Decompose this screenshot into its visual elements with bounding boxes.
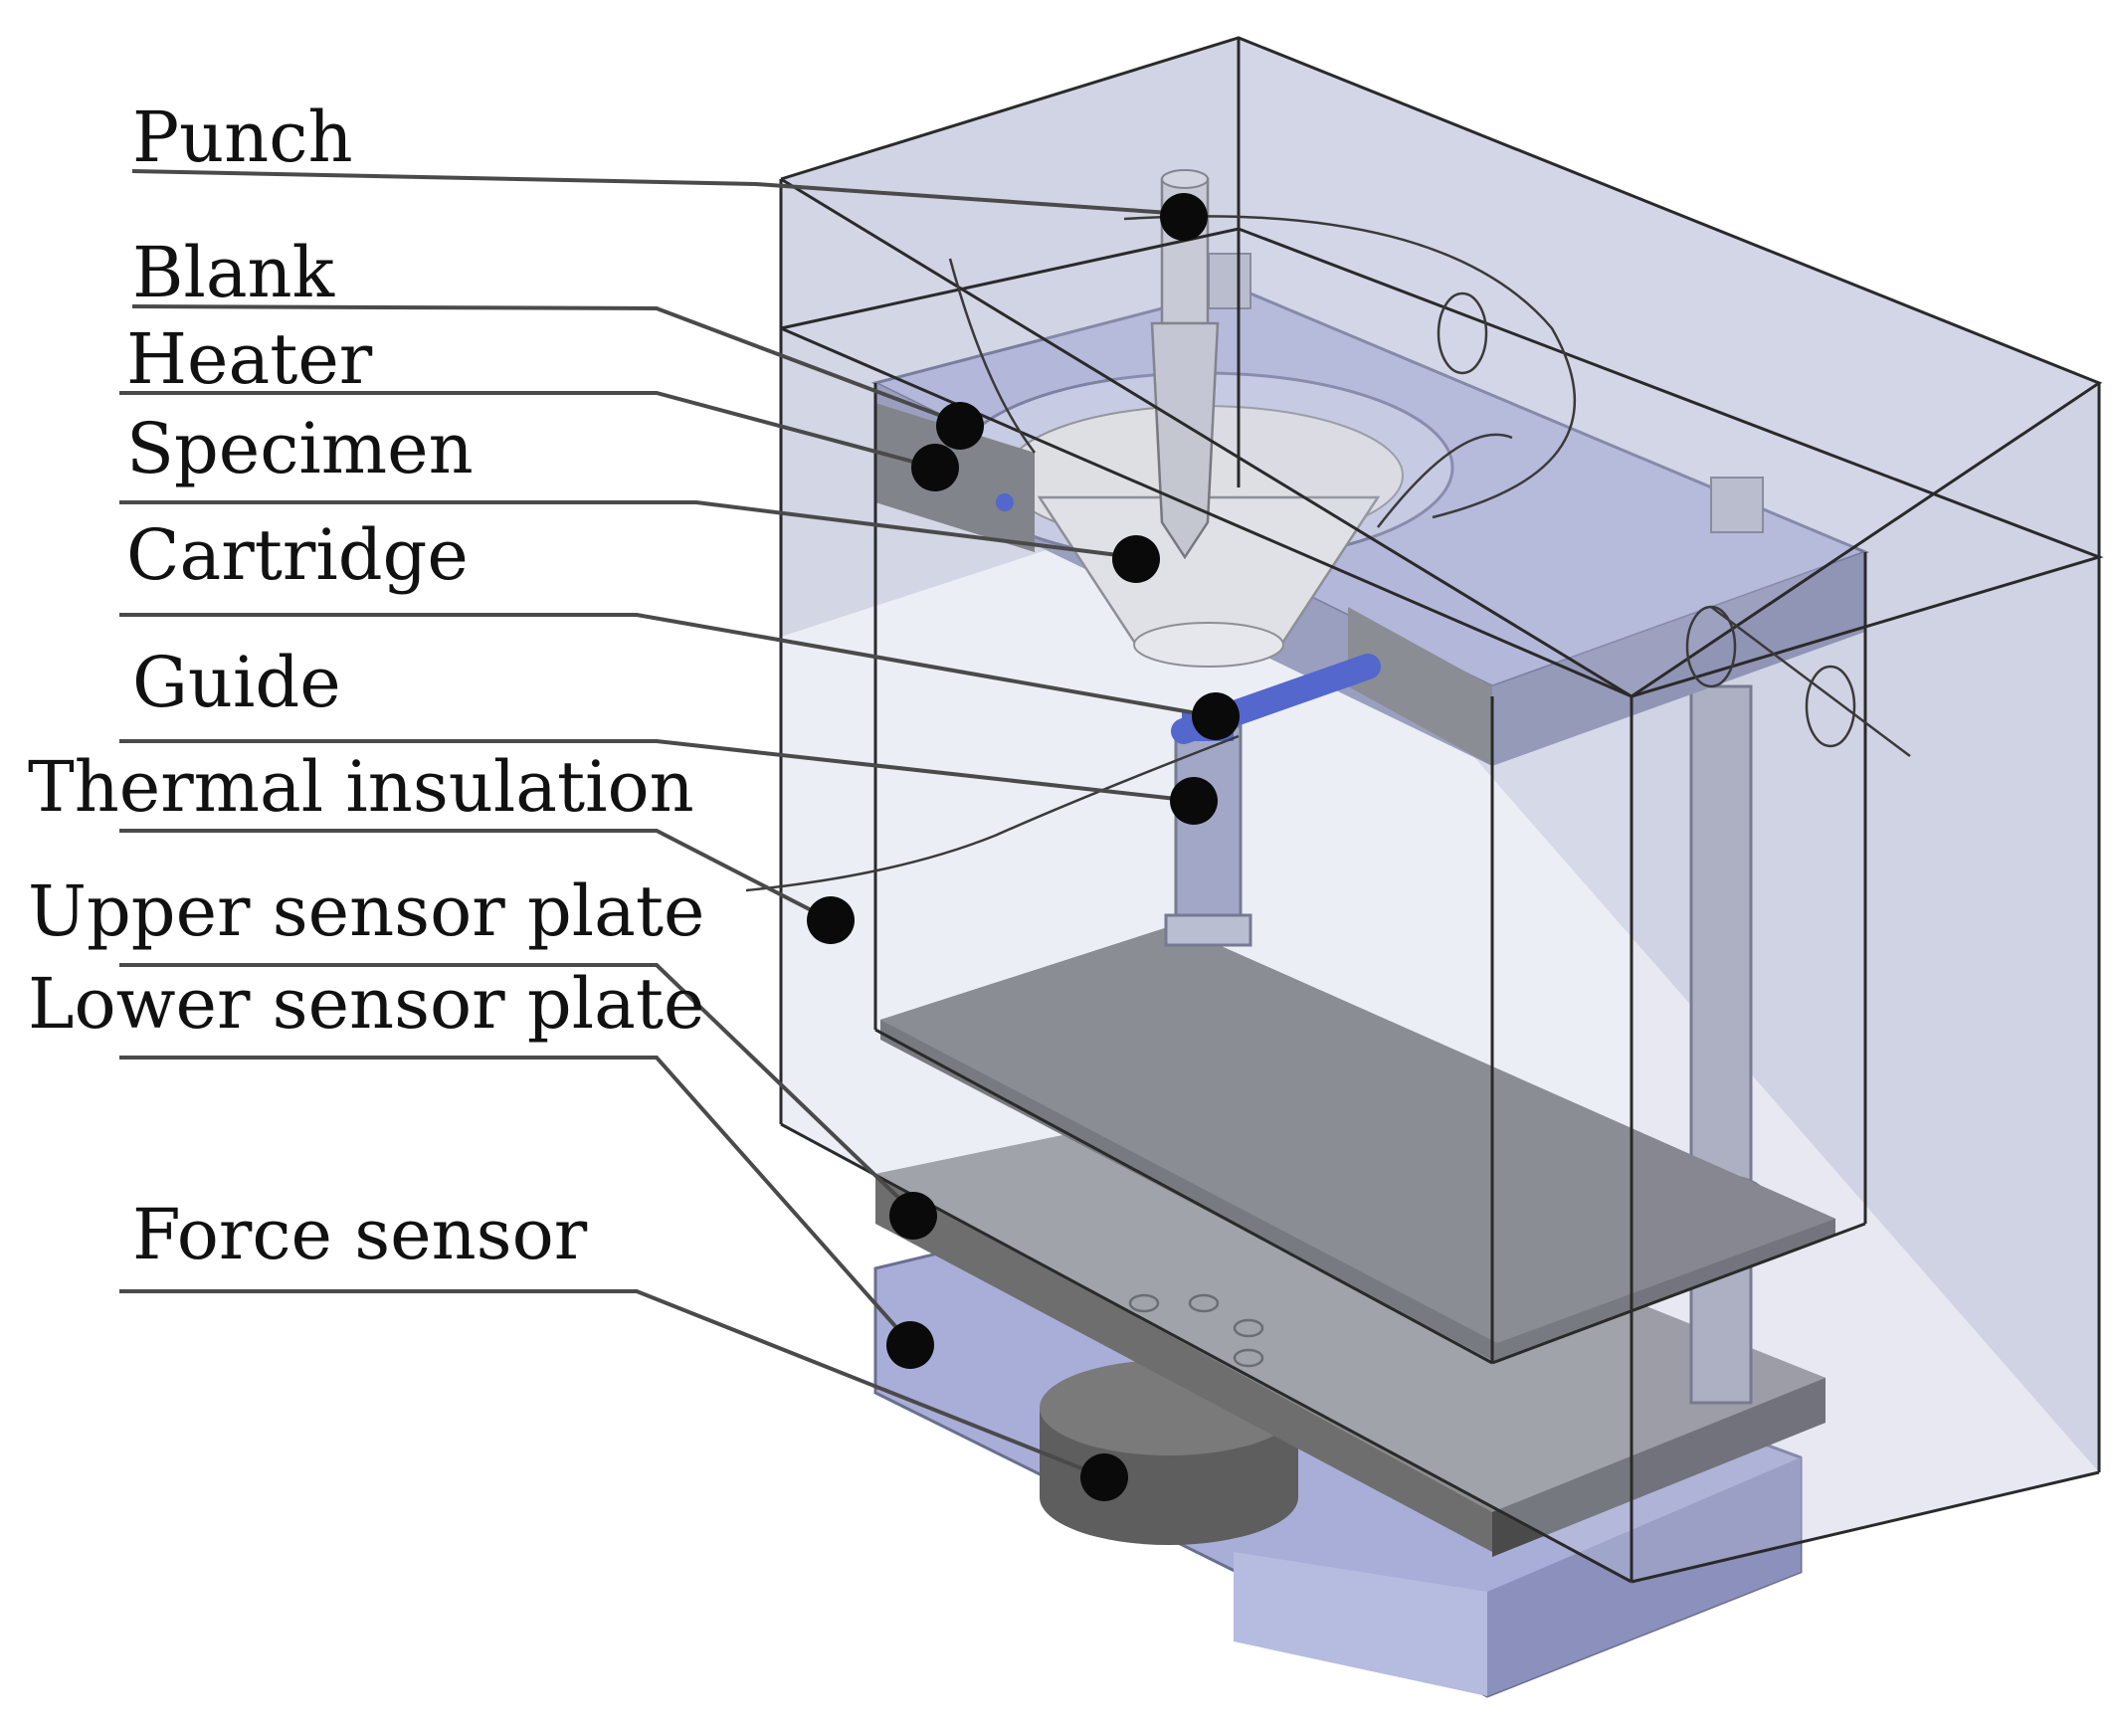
dot-specimen [1112, 535, 1160, 583]
label-cartridge: Cartridge [126, 514, 469, 596]
label-force-sensor: Force sensor [132, 1194, 588, 1275]
label-heater: Heater [126, 318, 373, 400]
dot-guide [1170, 777, 1218, 825]
leader-cartridge [119, 613, 1215, 718]
leader-guide [119, 739, 1195, 803]
dot-heater [911, 444, 959, 491]
leader-heater [119, 391, 936, 470]
marker-dots [807, 193, 1240, 1501]
dot-blank [936, 402, 984, 450]
label-specimen: Specimen [126, 408, 474, 489]
upper-sensor-plate-shape [880, 925, 1835, 1363]
label-upper-sensor-plate: Upper sensor plate [28, 870, 704, 952]
enclosure-front [745, 36, 2104, 1584]
leader-upper-sensor-plate [119, 963, 917, 1216]
dot-upper-sensor-plate [889, 1192, 937, 1240]
labels: Punch Blank Heater Specimen Cartridge Gu… [28, 96, 704, 1275]
label-lower-sensor-plate: Lower sensor plate [28, 963, 704, 1045]
leader-specimen [119, 500, 1135, 559]
label-blank: Blank [132, 232, 335, 313]
leader-blank [131, 304, 961, 425]
leader-force-sensor [119, 1289, 1105, 1479]
leader-lower-sensor-plate [119, 1056, 912, 1345]
leader-punch [131, 169, 1185, 216]
label-thermal-insulation: Thermal insulation [28, 746, 694, 828]
dot-thermal-insulation [807, 896, 855, 944]
punch-shape [1150, 169, 1220, 560]
lower-sensor-plate-shape [875, 1114, 1826, 1557]
label-guide: Guide [132, 642, 341, 723]
dot-lower-sensor-plate [886, 1321, 934, 1369]
leader-thermal-insulation [119, 829, 832, 922]
dot-force-sensor [1080, 1453, 1128, 1501]
dot-punch [1160, 193, 1208, 241]
label-punch: Punch [132, 96, 353, 178]
dot-cartridge [1192, 692, 1240, 740]
leader-lines [119, 169, 1215, 1479]
